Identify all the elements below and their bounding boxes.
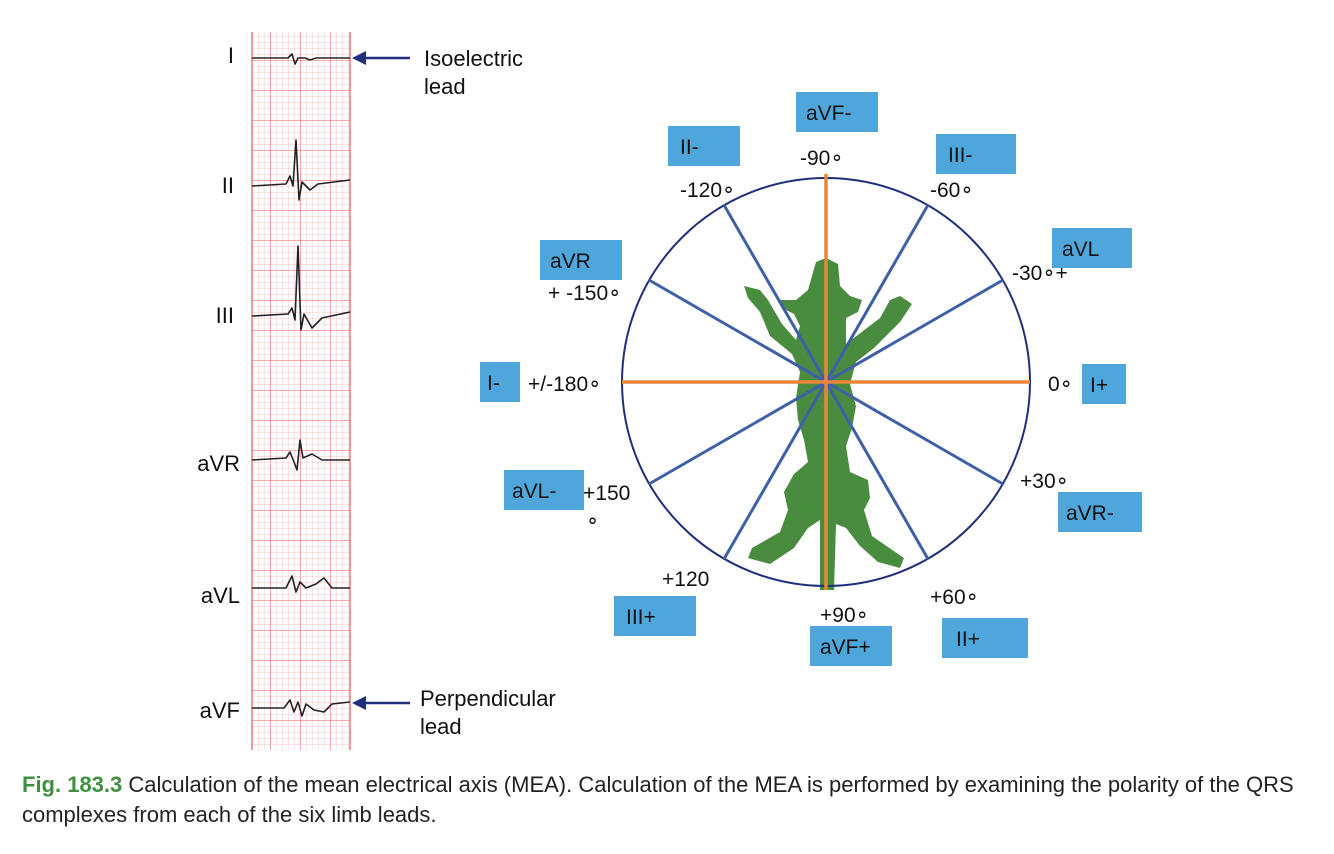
- lead-box-III-pos: III+: [614, 596, 696, 636]
- isoelectric-label-line2: lead: [424, 74, 466, 99]
- svg-text:aVR-: aVR-: [1066, 502, 1114, 525]
- perpendicular-label-line1: Perpendicular: [420, 686, 556, 711]
- lead-box-II-neg: II-: [668, 126, 740, 166]
- deg-label-0: 0∘: [1048, 373, 1073, 396]
- trace-lead-aVL: [252, 575, 350, 593]
- lead-label-aVF: aVF: [200, 698, 240, 723]
- lead-label-aVL: aVL: [201, 583, 240, 608]
- lead-box-aVR-neg: aVR-: [1058, 492, 1142, 532]
- lead-box-II-pos: II+: [942, 618, 1028, 658]
- svg-text:I+: I+: [1090, 374, 1108, 397]
- figure-number: Fig. 183.3: [22, 772, 123, 797]
- deg-label-minus90: -90∘: [800, 147, 844, 170]
- svg-text:aVL-: aVL-: [512, 480, 556, 503]
- isoelectric-arrow: [352, 51, 410, 65]
- lead-label-I: I: [228, 43, 234, 68]
- deg-label-plus150: +150: [583, 482, 630, 505]
- hexaxial-diagram: -90∘ -120∘ -60∘ -30∘+ + -150∘ +/-180∘ 0∘…: [480, 92, 1142, 666]
- svg-text:III+: III+: [626, 606, 656, 629]
- mea-figure: I II III aVR aVL aVF Isoelectric lead Pe…: [197, 32, 1142, 750]
- lead-box-aVF-neg: aVF-: [796, 92, 878, 132]
- lead-label-III: III: [216, 303, 234, 328]
- caption-text: Calculation of the mean electrical axis …: [22, 772, 1294, 827]
- trace-lead-I: [252, 53, 350, 65]
- deg-label-minus120: -120∘: [680, 179, 735, 202]
- svg-text:aVL: aVL: [1062, 238, 1099, 261]
- lead-box-aVL-neg: aVL-: [504, 470, 584, 510]
- deg-label-plus120: +120: [662, 568, 709, 591]
- deg-label-180: +/-180∘: [528, 373, 601, 396]
- lead-box-I-neg: I-: [480, 362, 520, 402]
- lead-box-I-pos: I+: [1082, 364, 1126, 404]
- ecg-strip: I II III aVR aVL aVF Isoelectric lead Pe…: [197, 32, 556, 750]
- perpendicular-label-line2: lead: [420, 714, 462, 739]
- deg-label-plus60: +60∘: [930, 586, 979, 609]
- lead-box-aVR: aVR: [540, 240, 622, 280]
- deg-label-plus30: +30∘: [1020, 470, 1069, 493]
- svg-text:aVF+: aVF+: [820, 636, 871, 659]
- trace-lead-III: [251, 245, 351, 331]
- svg-text:II-: II-: [680, 136, 699, 159]
- svg-text:III-: III-: [948, 144, 973, 167]
- lead-box-III-neg: III-: [936, 134, 1016, 174]
- trace-lead-aVF: [252, 699, 351, 717]
- animal-silhouette: [744, 258, 912, 590]
- lead-label-II: II: [222, 173, 234, 198]
- perpendicular-arrow: [352, 696, 410, 710]
- deg-label-minus150: + -150∘: [548, 282, 621, 305]
- deg-label-plus90: +90∘: [820, 604, 869, 627]
- isoelectric-label-line1: Isoelectric: [424, 46, 523, 71]
- figure-caption: Fig. 183.3 Calculation of the mean elect…: [22, 770, 1322, 830]
- svg-text:aVF-: aVF-: [806, 102, 852, 125]
- deg-label-minus60: -60∘: [930, 179, 974, 202]
- svg-text:aVR: aVR: [550, 250, 591, 273]
- lead-box-aVL: aVL: [1052, 228, 1132, 268]
- lead-label-aVR: aVR: [197, 451, 240, 476]
- trace-lead-aVR: [251, 439, 350, 471]
- trace-lead-II: [251, 139, 351, 201]
- svg-text:II+: II+: [956, 628, 980, 651]
- deg-label-plus150-degree: ∘: [586, 510, 599, 533]
- svg-text:I-: I-: [487, 372, 500, 395]
- lead-box-aVF-pos: aVF+: [810, 626, 892, 666]
